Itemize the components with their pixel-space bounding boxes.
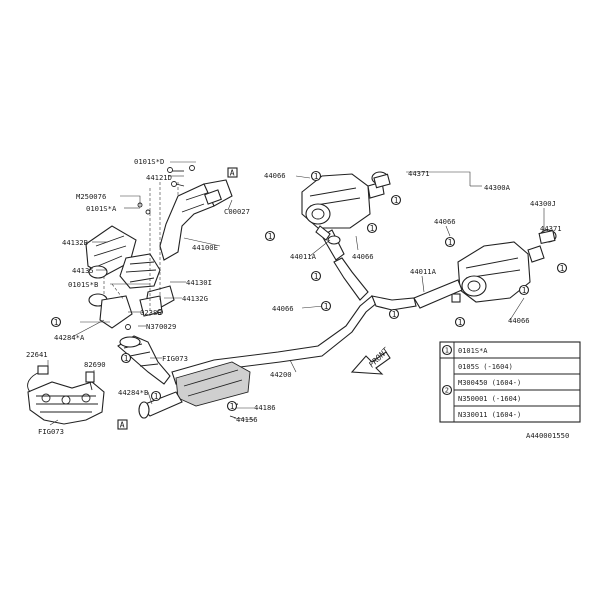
callout-M250076: M250076 (76, 192, 106, 201)
marker-circle-11 (556, 262, 568, 274)
legend-row-4: N330011 (1604-) (458, 411, 521, 419)
marker-5: 1 (314, 272, 319, 281)
marker-6: 1 (324, 302, 329, 311)
marker-circle-14 (150, 390, 162, 402)
callout-44371-left: 44371 (408, 169, 430, 178)
legend-marker-1: 1 (445, 347, 449, 355)
marker-1: 1 (268, 232, 273, 241)
callout-44284-B: 44284*B (118, 388, 148, 397)
marker-circle-10 (518, 284, 530, 296)
marker-circle-7 (388, 308, 400, 320)
callout-44100E: 44100E (192, 243, 218, 252)
marker-a-top-box (227, 167, 238, 178)
front-exhaust-manifold-group (27, 165, 239, 425)
marker-9: 1 (458, 318, 463, 327)
callout-44300J: 44300J (530, 199, 556, 208)
legend-row-3: N350001 (-1604) (458, 395, 521, 403)
callout-C00027: C00027 (224, 207, 250, 216)
marker-11: 1 (560, 264, 565, 273)
callout-44300A: 44300A (484, 183, 511, 192)
marker-circle-1 (264, 230, 276, 242)
marker-a-bottom: A (120, 421, 125, 430)
marker-2: 1 (370, 224, 375, 233)
callout-44066-lowright: 44066 (508, 316, 530, 325)
legend-header: 0101S*A (458, 347, 488, 355)
marker-circle-4 (310, 170, 322, 182)
callout-0238S: 0238S (140, 308, 162, 317)
callout-44066-right: 44066 (434, 217, 456, 226)
fastener-legend-table: 1 0101S*A 2 0105S (-1604) M300450 (1604-… (439, 341, 581, 423)
callout-44132G: 44132G (182, 294, 208, 303)
muffler-left-group (301, 171, 391, 241)
marker-circle-8 (444, 236, 456, 248)
callout-fig073-left: FIG073 (38, 427, 64, 436)
callout-44156: 44156 (236, 415, 258, 424)
callout-fig073-right: FIG073 (162, 354, 188, 363)
callout-44130I: 44130I (186, 278, 212, 287)
part-callouts: 0101S*D 44121D M250076 0101S*A 44132B 44… (26, 157, 562, 436)
callout-44371-right: 44371 (540, 224, 562, 233)
callout-44011A-left: 44011A (290, 252, 317, 261)
marker-circle-9 (454, 316, 466, 328)
callout-22641: 22641 (26, 350, 48, 359)
callout-44132B: 44132B (62, 238, 88, 247)
callout-44066-mid: 44066 (272, 304, 294, 313)
legend-row-1: 0105S (-1604) (458, 363, 513, 371)
callout-44066-center: 44066 (352, 252, 374, 261)
marker-circle-3 (390, 194, 402, 206)
callout-82690: 82690 (84, 360, 106, 369)
callout-0101S-B: 0101S*B (68, 280, 98, 289)
callout-44186: 44186 (254, 403, 276, 412)
callout-44066-upper: 44066 (264, 171, 286, 180)
callout-0101S-A-top: 0101S*A (86, 204, 117, 213)
marker-circle-6 (320, 300, 332, 312)
reference-markers: A A (117, 167, 238, 430)
legend-marker-2: 2 (445, 387, 449, 395)
marker-4: 1 (314, 172, 319, 181)
numbered-markers: 1 1 1 1 1 1 1 1 1 1 1 1 1 1 1 (50, 170, 568, 412)
legend-border (439, 341, 581, 423)
marker-a-bottom-box (117, 419, 128, 430)
marker-circle-12 (120, 352, 132, 364)
callout-44284-A: 44284*A (54, 333, 85, 342)
marker-a-top: A (230, 169, 235, 178)
marker-14: 1 (154, 392, 159, 401)
diagram-code: A440001550 (526, 431, 569, 440)
callout-44121D: 44121D (146, 173, 172, 182)
marker-circle-5 (310, 270, 322, 282)
marker-3: 1 (394, 196, 399, 205)
marker-15: 1 (230, 402, 235, 411)
leader-lines (47, 161, 545, 426)
callout-44135: 44135 (72, 266, 94, 275)
marker-7: 1 (392, 310, 397, 319)
callout-N370029: N370029 (146, 322, 176, 331)
marker-12: 1 (124, 354, 129, 363)
callout-44011A-right: 44011A (410, 267, 437, 276)
muffler-right-group (413, 229, 557, 309)
callout-0101S-D: 0101S*D (134, 157, 164, 166)
marker-circle-15 (226, 400, 238, 412)
marker-circle-2 (366, 222, 378, 234)
marker-13: 1 (54, 318, 59, 327)
marker-circle-13 (50, 316, 62, 328)
marker-8: 1 (448, 238, 453, 247)
front-direction-arrow (350, 351, 391, 375)
marker-10: 1 (522, 286, 527, 295)
center-pipe-group (138, 229, 461, 419)
legend-row-2: M300450 (1604-) (458, 379, 521, 387)
callout-44200: 44200 (270, 370, 292, 379)
